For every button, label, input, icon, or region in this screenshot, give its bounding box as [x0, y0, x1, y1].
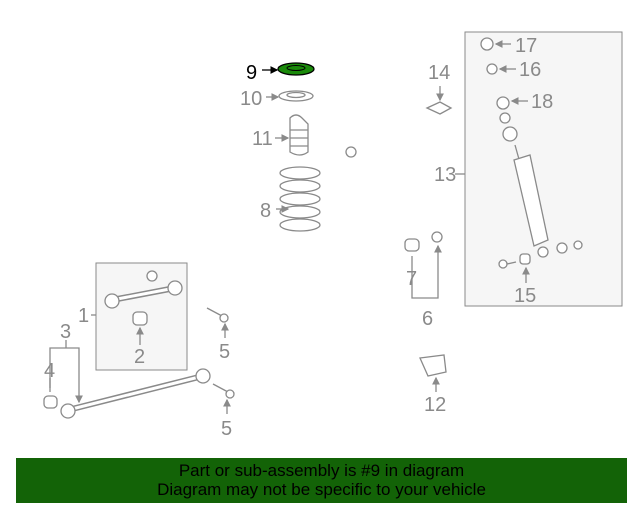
shock-absorber-group-box — [464, 31, 623, 307]
part-8-coil-spring[interactable] — [279, 166, 321, 232]
part-2-bushing[interactable] — [132, 311, 148, 326]
callout-9: 9 — [246, 62, 257, 84]
part-12-bracket[interactable] — [419, 354, 447, 377]
callout-2: 2 — [134, 346, 145, 368]
callout-5-lower: 5 — [221, 418, 232, 440]
part-10-seat[interactable] — [278, 90, 314, 102]
callout-4: 4 — [44, 360, 55, 382]
part-5-bolt-lower[interactable] — [212, 383, 235, 399]
part-15-bolt-bushings[interactable] — [498, 240, 583, 269]
callout-1: 1 — [78, 305, 89, 327]
part-18-cushion[interactable] — [496, 96, 510, 110]
callout-10: 10 — [240, 88, 262, 110]
part-16-washer[interactable] — [486, 63, 498, 75]
part-17-nut[interactable] — [480, 37, 494, 51]
callout-6: 6 — [422, 308, 433, 330]
part-7-bushing[interactable] — [404, 238, 420, 252]
part-6-lateral-rod[interactable] — [345, 146, 443, 243]
part-5-bolt-upper[interactable] — [206, 307, 229, 323]
callout-3: 3 — [60, 321, 71, 343]
part-11-bump-stop[interactable] — [289, 114, 309, 156]
callout-13: 13 — [434, 164, 456, 186]
callout-15: 15 — [514, 285, 536, 307]
part-1-upper-control-arm[interactable] — [104, 270, 183, 309]
callout-16: 16 — [519, 59, 541, 81]
callout-18: 18 — [531, 91, 553, 113]
banner-line-1: Part or sub-assembly is #9 in diagram — [178, 461, 465, 480]
callout-12: 12 — [424, 394, 446, 416]
callout-8: 8 — [260, 200, 271, 222]
callout-5-upper: 5 — [219, 341, 230, 363]
part-13-shock-absorber[interactable] — [499, 112, 549, 258]
banner-line-2: Diagram may not be specific to your vehi… — [157, 480, 486, 499]
part-14-bracket[interactable] — [425, 101, 453, 115]
callout-14: 14 — [428, 62, 450, 84]
info-banner: Part or sub-assembly is #9 in diagram Di… — [16, 458, 627, 503]
part-4-bushing[interactable] — [43, 395, 58, 409]
part-9-upper-insulator[interactable] — [277, 62, 315, 76]
callout-17: 17 — [515, 35, 537, 57]
callout-11: 11 — [252, 128, 273, 150]
callout-7: 7 — [406, 268, 417, 290]
part-3-lower-control-arm[interactable] — [60, 368, 211, 419]
